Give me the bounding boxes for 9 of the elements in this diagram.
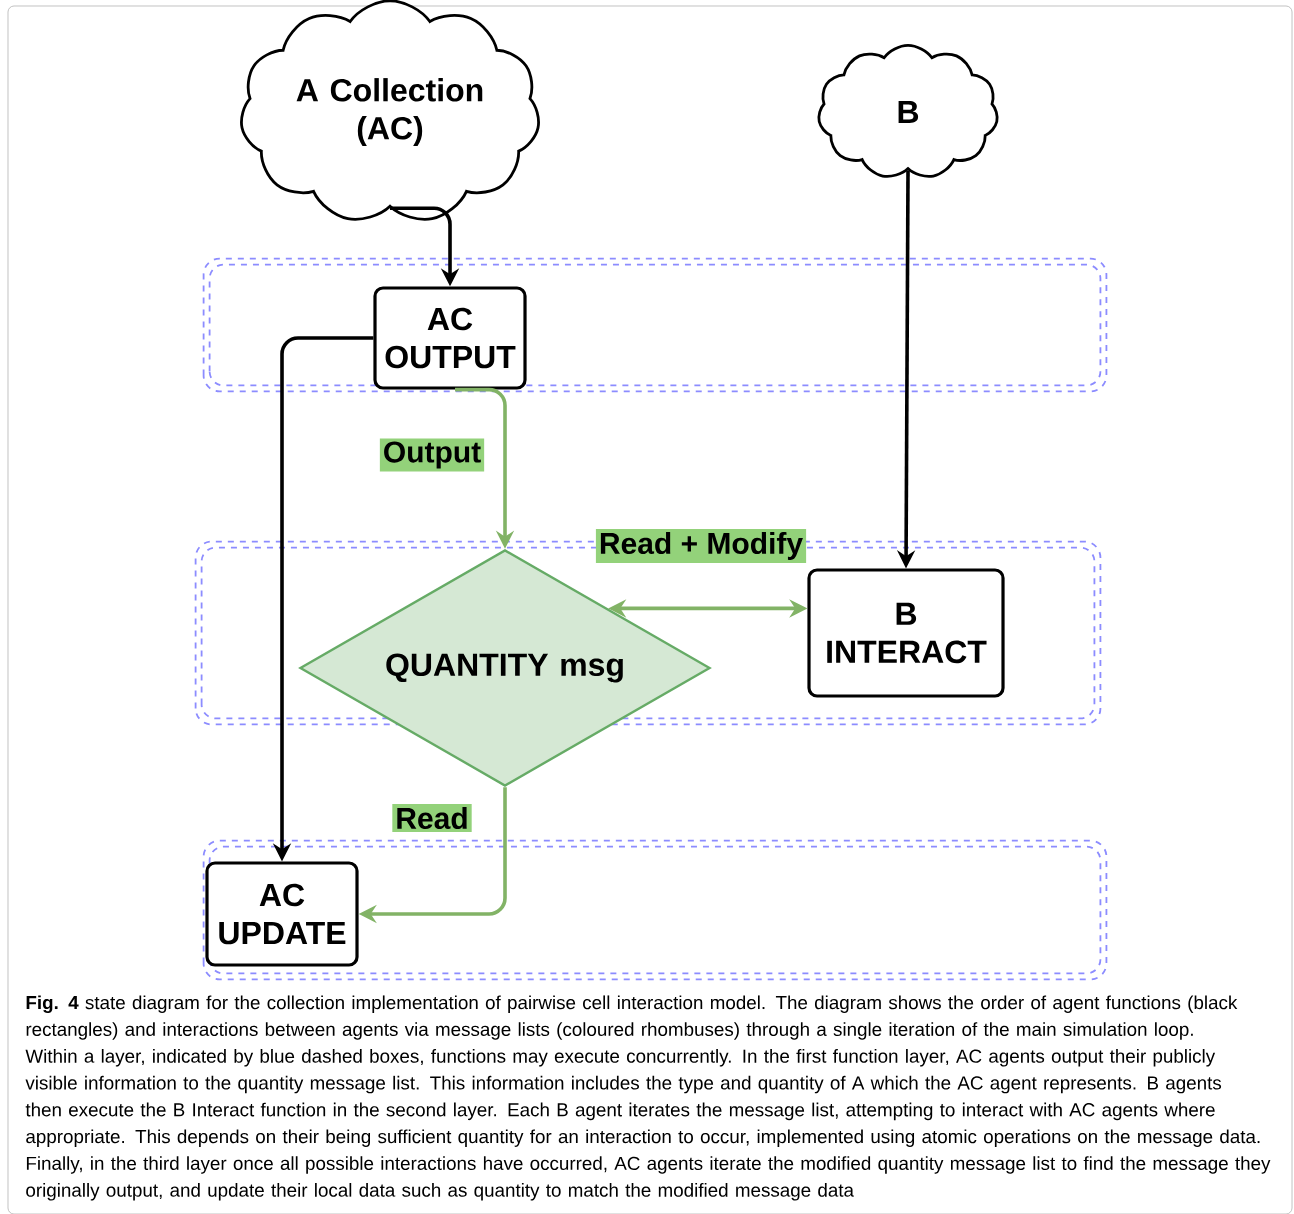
function-box: AC OUTPUT <box>373 286 527 390</box>
layer-box <box>202 257 1108 393</box>
caption: Fig. 4 state diagram for the collection implementation of pairwise cell interaction model. The diagram shows the order of agent functions (black rectangles) and interactions between agents via message lists (coloured rhombuses) through a single iteration of the main simulation loop. Within a layer, indicated by blue dashed boxes, functions may execute concurrently. In the first function layer, AC agents output their publicly visible information to the quantity message list. This information includes the type and quantity of A which the AC agent represents. B agents then execute the B Interact function in the second layer. Each B agent iterates the message list, attempting to interact with AC agents where appropriate. This depends on their being sufficient quantity for an interaction to occur, implemented using atomic operations on the message data. Finally, in the third layer once all possible interactions have occurred, AC agents iterate the modified quantity message list to find the message they originally output, and update their local data such as quantity to match the modified message data <box>25 995 1271 1201</box>
edge-label: Output <box>379 438 485 472</box>
layer-box <box>202 839 1108 981</box>
edge-label: Read <box>392 804 472 833</box>
function-box: AC UPDATE <box>205 861 359 967</box>
function-box: B INTERACT <box>807 568 1005 698</box>
edge-label: Read + Modify <box>595 529 807 563</box>
